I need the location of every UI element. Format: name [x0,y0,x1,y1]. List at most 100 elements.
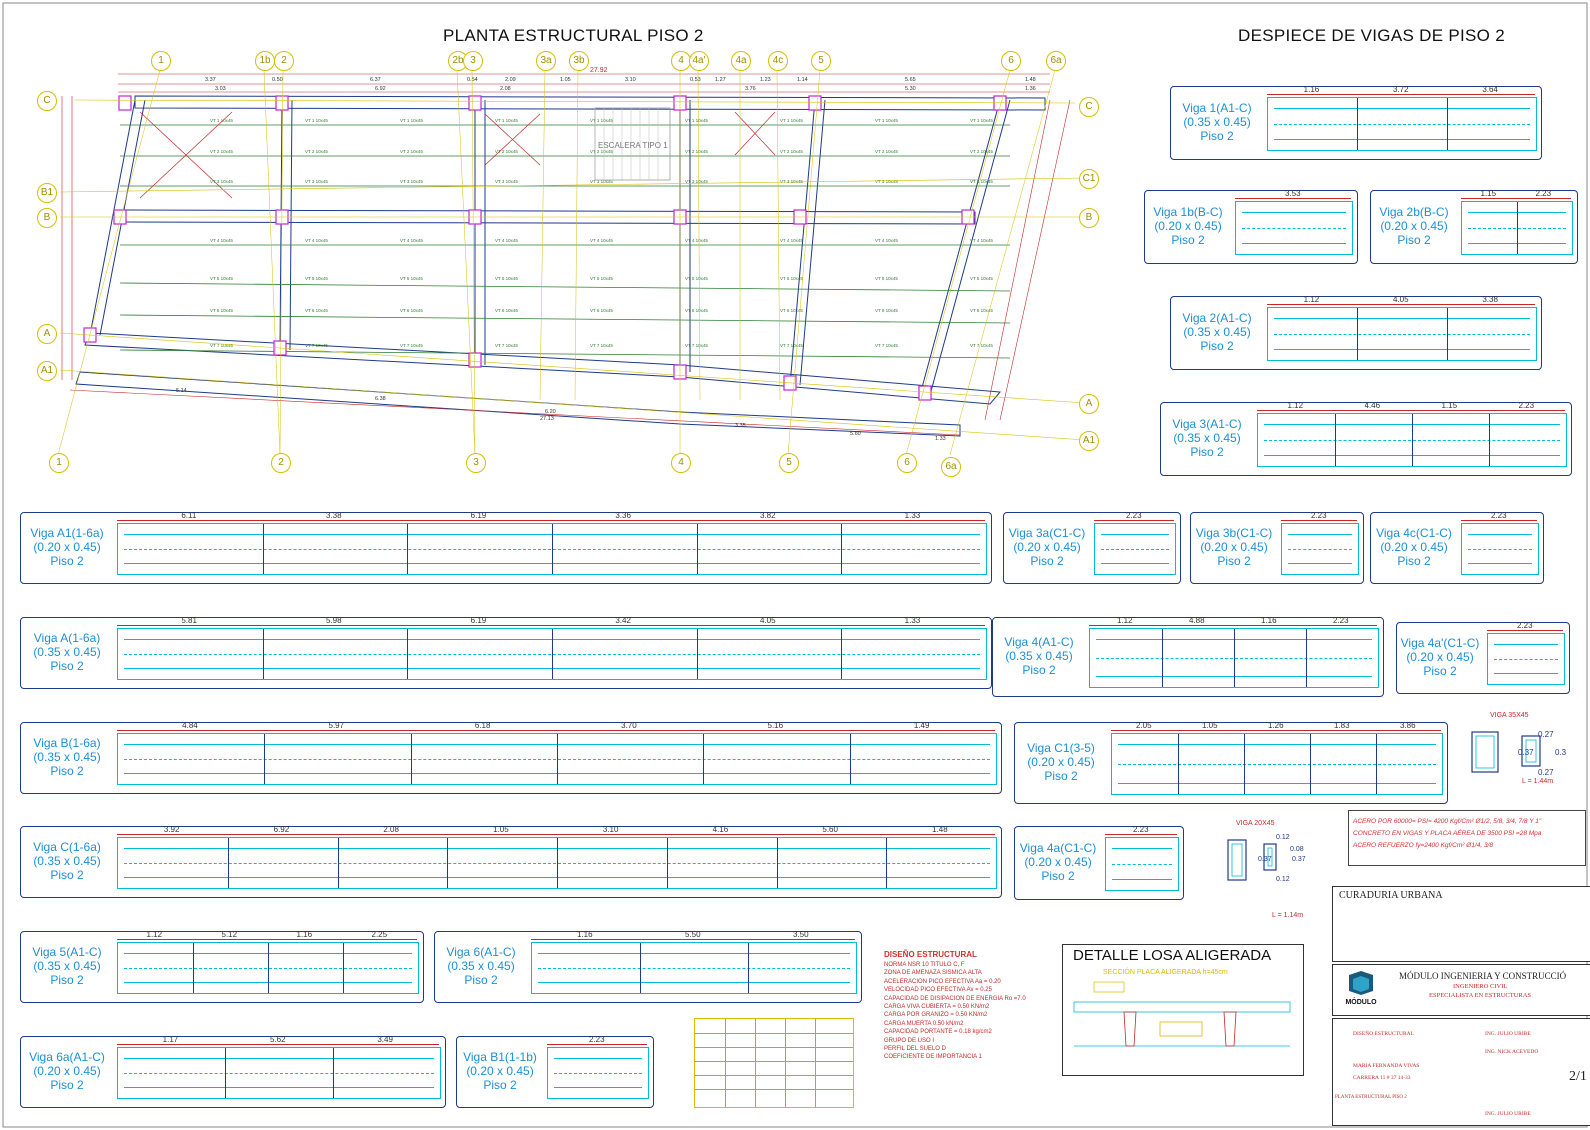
beam-viga-5-span-2: 1.16 [296,930,313,939]
beam-viga-a1-support-5 [841,524,843,574]
beam-viga-3-size: (0.35 x 0.45) [1173,431,1241,445]
beam-viga-a-floor: Piso 2 [50,659,84,673]
joist-label-1-3: VT 2 10x45 [495,149,518,154]
beam-viga-5-span-0: 1.12 [146,930,163,939]
beam-viga-b-support-3 [557,734,558,784]
grid-bubble-bottom-6: 6a [941,457,961,477]
beam-viga-1b-name: Viga 1b(B-C) [1153,205,1223,219]
joist-label-6-4: VT 7 10x45 [590,343,613,348]
beam-viga-b1-span-0: 2.23 [589,1035,605,1044]
column-0 [118,95,132,111]
beam-viga-c-span-3: 1.05 [493,825,509,834]
beam-viga-4a-size: (0.20 x 0.45) [1024,855,1092,869]
beam-viga-6a-support-1 [225,1048,227,1098]
beam-viga-4a-prime-size: (0.20 x 0.45) [1406,650,1474,664]
schedule-col-4 [815,1019,816,1107]
beam-viga-2-rebar-body [1267,307,1537,361]
dim-top2-5: 1.36 [1025,86,1036,92]
grid-bubble-top-0: 1 [151,51,171,71]
dim-top-4: 2.09 [505,77,516,83]
beam-viga-a1-span-4: 3.82 [760,511,776,520]
axis-line-v-0 [57,69,161,456]
beam-axis-c [134,95,1046,111]
v20-dim-2: 0.37 [1258,856,1272,863]
beam-viga-c1-support-1 [1178,734,1179,794]
beam-viga-a-support-5 [841,629,843,679]
joist-line-6 [119,349,1011,359]
beam-viga-b-size: (0.35 x 0.45) [33,750,101,764]
beam-viga-c1-support-3 [1310,734,1311,794]
joist-label-5-8: VT 6 10x45 [970,308,993,313]
titleblock-info: DISEÑO ESTRUCTURAL MARIA FERNANDA VIVAS … [1332,1018,1590,1126]
v35-dim-2: 0.3 [1555,748,1567,757]
beam-viga-a1-span-0: 6.11 [181,511,197,520]
joist-label-3-6: VT 4 10x45 [780,238,803,243]
beam-viga-c-span-7: 1.48 [932,825,948,834]
grid-bubble-top-2: 2 [274,51,294,71]
grid-bubble-top-10: 4c [768,51,788,71]
titleblock-curaduria: CURADURIA URBANA [1332,886,1590,962]
beam-viga-1b-dim-line [1235,198,1351,199]
beam-viga-4c-name: Viga 4c(C1-C) [1376,526,1452,540]
losa-rib-2 [1223,1011,1237,1047]
beam-viga-6a-name: Viga 6a(A1-C) [29,1050,105,1064]
beam-viga-6a-support-2 [332,1048,334,1098]
losa-rib-1 [1123,1011,1137,1047]
column-line-5 [919,99,1001,396]
beam-viga-6-dim-line [531,939,855,940]
axis-line-v-1 [263,69,281,456]
beam-viga-b-span-1: 5.97 [328,721,345,730]
dim-top-12: 1.48 [1025,77,1036,83]
diseno-line-6: CARGA POR GRANIZO = 0.50 KN/m2 [884,1012,988,1019]
beam-viga-c1-span-1: 1.05 [1202,721,1218,730]
beam-viga-a-span-0: 5.81 [181,616,197,625]
beam-viga-c-span-0: 3.92 [163,825,180,834]
joist-label-3-4: VT 4 10x45 [590,238,613,243]
beam-viga-6-span-0: 1.16 [577,930,593,939]
joist-label-2-5: VT 3 10x45 [685,179,708,184]
beam-viga-4a-bottom-rebar [1112,879,1172,880]
joist-label-2-1: VT 3 10x45 [305,179,328,184]
diseno-line-10: PERFIL DEL SUELO D [884,1046,946,1052]
dim-top-11: 5.65 [905,77,916,83]
section-v35-stirrup-drawing-stirrup [1525,739,1537,763]
beam-viga-4-size: (0.35 x 0.45) [1005,649,1073,663]
axis-line-v-6 [574,69,579,401]
beam-viga-a1-floor: Piso 2 [50,554,84,568]
grid-bubble-top-6: 3b [569,51,589,71]
beam-viga-a-support-4 [696,629,698,679]
beam-viga-3-support-3 [1489,414,1490,466]
joist-label-4-4: VT 5 10x45 [590,276,613,281]
beam-viga-1-label: Viga 1(A1-C)(0.35 x 0.45)Piso 2 [1171,101,1263,143]
joist-label-6-6: VT 7 10x45 [780,343,803,348]
beam-viga-1-support-1 [1357,98,1359,150]
axis-line-v-10 [776,69,781,401]
beam-viga-4a-prime-floor: Piso 2 [1423,664,1457,678]
beam-viga-4a-prime-bottom-rebar [1494,673,1558,674]
beam-viga-3b-bottom-rebar [1288,563,1352,564]
beam-viga-c-rebar-body [117,837,997,889]
beam-viga-6a-bottom-rebar [124,1087,434,1088]
beam-viga-c1-name: Viga C1(3-5) [1027,741,1095,755]
beam-viga-a1-dim-line [117,520,985,521]
beam-viga-c-span-5: 4.16 [712,825,729,834]
beam-viga-3-support-1 [1335,414,1336,466]
beam-viga-1-dim-line [1267,94,1535,95]
dim-line-right-2 [984,99,1051,421]
beam-viga-4a-prime-label: Viga 4a'(C1-C)(0.20 x 0.45)Piso 2 [1397,636,1483,678]
beam-viga-a-support-2 [407,629,409,679]
beam-viga-5-floor: Piso 2 [50,973,84,987]
beam-viga-6-label: Viga 6(A1-C)(0.35 x 0.45)Piso 2 [435,945,527,987]
diseno-line-5: CARGA VIVA CUBIERTA = 0.50 KN/m2 [884,1004,990,1010]
escalera-label: ESCALERA TIPO 1 [598,141,668,150]
section-v20-length: L = 1.14m [1272,912,1304,919]
beam-viga-1-top-rebar [1274,108,1530,109]
beam-viga-b1-name: Viga B1(1-1b) [463,1050,537,1064]
beam-viga-c-support-4 [557,838,558,888]
section-v35-length: L = 1.44m [1522,778,1554,785]
beam-viga-3b-rebar-body [1281,523,1359,575]
schedule-col-2 [755,1019,756,1107]
beam-viga-4c-stirrup-line [1468,549,1532,550]
beam-viga-3-span-2: 1.15 [1441,401,1458,410]
